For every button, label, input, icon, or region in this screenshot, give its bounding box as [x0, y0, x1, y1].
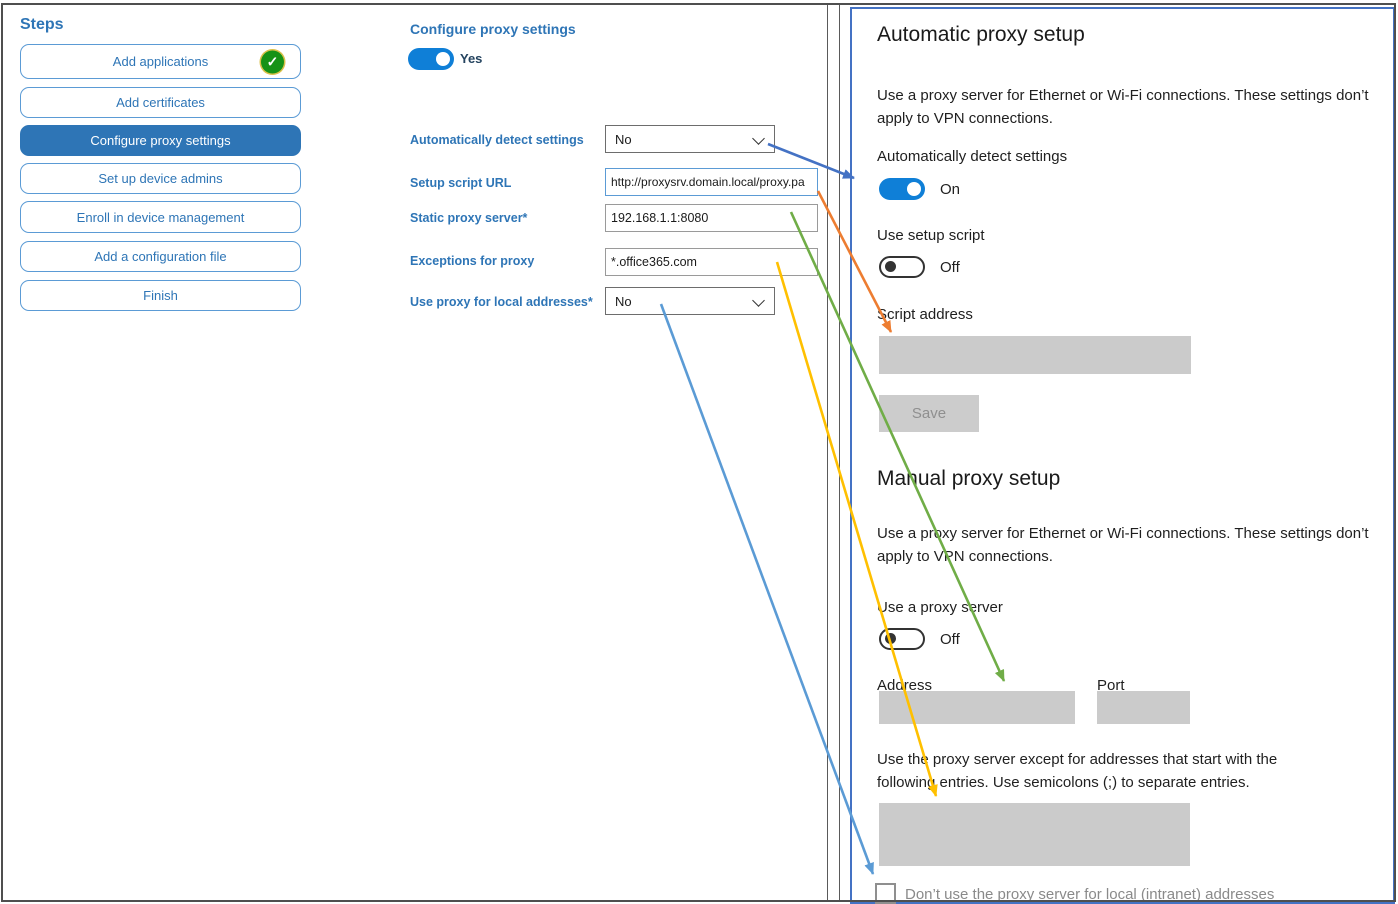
setup-script-url-input[interactable]: http://proxysrv.domain.local/proxy.pa [605, 168, 818, 196]
step-finish[interactable]: Finish [20, 280, 301, 311]
manual-proxy-description: Use a proxy server for Ethernet or Wi-Fi… [877, 525, 1369, 565]
window-separator [827, 4, 828, 902]
automatic-proxy-setup-heading: Automatic proxy setup [877, 23, 1085, 46]
form-title: Configure proxy settings [410, 21, 576, 37]
label-script-address: Script address [877, 306, 973, 323]
dropdown-value: No [615, 131, 632, 147]
label-auto-detect: Automatically detect settings [877, 148, 1068, 165]
arrow-local-addresses [659, 303, 875, 875]
intranet-addresses-checkbox-label: Don’t use the proxy server for local (in… [905, 886, 1275, 903]
proxy-exceptions-input [879, 803, 1190, 866]
toggle-knob [436, 52, 450, 66]
proxy-exceptions-description: Use the proxy server except for addresse… [877, 751, 1278, 791]
step-enroll-device-management[interactable]: Enroll in device management [20, 201, 301, 233]
step-add-certificates[interactable]: Add certificates [20, 87, 301, 118]
step-add-configuration-file[interactable]: Add a configuration file [20, 241, 301, 272]
save-button: Save [879, 395, 979, 432]
step-label: Enroll in device management [76, 209, 245, 225]
input-value: *.office365.com [611, 255, 697, 269]
use-setup-script-toggle-state: Off [940, 259, 960, 276]
step-configure-proxy-settings[interactable]: Configure proxy settings [20, 125, 301, 156]
label-use-proxy-local-addresses: Use proxy for local addresses* [410, 295, 593, 309]
automatically-detect-settings-dropdown[interactable]: No [605, 125, 775, 153]
auto-detect-toggle-state: On [940, 181, 961, 198]
label-exceptions-for-proxy: Exceptions for proxy [410, 254, 535, 268]
input-value: http://proxysrv.domain.local/proxy.pa [611, 175, 805, 189]
dropdown-value: No [615, 293, 632, 309]
proxy-port-input [1097, 691, 1190, 724]
chevron-down-icon [752, 132, 765, 145]
label-use-a-proxy-server: Use a proxy server [877, 599, 1003, 616]
completed-check-icon: ✓ [261, 50, 284, 73]
label-static-proxy-server: Static proxy server* [410, 211, 528, 225]
use-setup-script-toggle[interactable] [879, 256, 925, 278]
toggle-knob [907, 182, 921, 196]
configure-proxy-toggle-state: Yes [460, 51, 483, 66]
intranet-addresses-checkbox[interactable] [875, 883, 896, 904]
manual-proxy-setup-heading: Manual proxy setup [877, 467, 1061, 490]
step-label: Add a configuration file [94, 249, 227, 264]
step-label: Configure proxy settings [90, 133, 231, 148]
step-set-up-device-admins[interactable]: Set up device admins [20, 163, 301, 194]
step-label: Finish [143, 288, 178, 303]
use-proxy-server-toggle[interactable] [879, 628, 925, 650]
exceptions-for-proxy-input[interactable]: *.office365.com [605, 248, 818, 276]
configure-proxy-toggle[interactable] [408, 48, 454, 70]
label-automatically-detect-settings: Automatically detect settings [410, 133, 584, 147]
use-proxy-server-toggle-state: Off [940, 631, 960, 648]
label-setup-script-url: Setup script URL [410, 176, 512, 190]
steps-heading: Steps [20, 16, 64, 33]
toggle-knob [885, 633, 896, 644]
label-port: Port [1097, 677, 1125, 694]
proxy-address-input [879, 691, 1075, 724]
static-proxy-server-input[interactable]: 192.168.1.1:8080 [605, 204, 818, 232]
use-proxy-local-addresses-dropdown[interactable]: No [605, 287, 775, 315]
step-label: Add certificates [116, 95, 205, 110]
step-add-applications[interactable]: Add applications ✓ [20, 44, 301, 79]
input-value: 192.168.1.1:8080 [611, 211, 709, 225]
chevron-down-icon [752, 294, 765, 307]
toggle-knob [885, 261, 896, 272]
windows-proxy-settings-panel: Automatic proxy setup Use a proxy server… [850, 7, 1395, 904]
script-address-input [879, 336, 1191, 374]
step-label: Add applications [112, 54, 209, 69]
auto-detect-toggle[interactable] [879, 178, 925, 200]
window-separator [839, 4, 840, 902]
label-use-setup-script: Use setup script [877, 227, 985, 244]
automatic-proxy-description: Use a proxy server for Ethernet or Wi-Fi… [877, 87, 1369, 127]
step-label: Set up device admins [98, 171, 223, 186]
